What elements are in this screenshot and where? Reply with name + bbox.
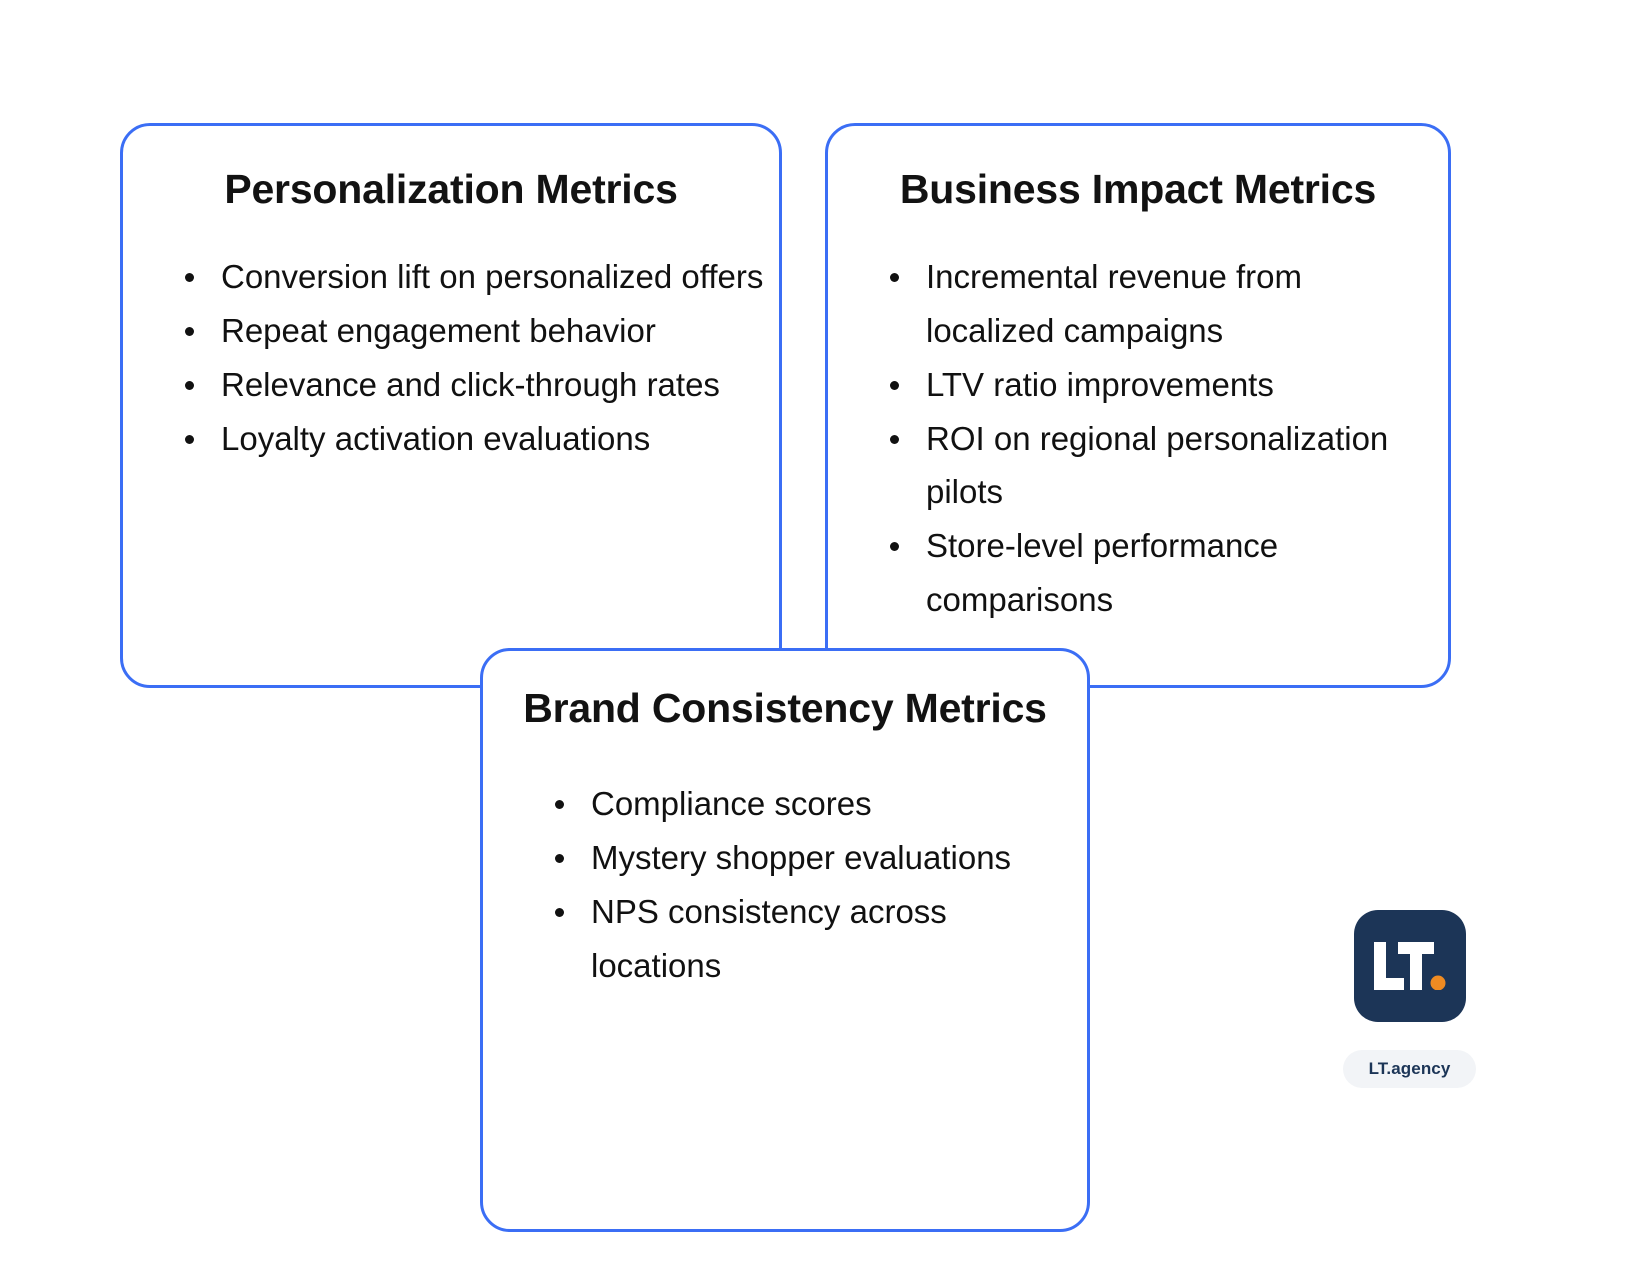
list-item: Store-level performance comparisons <box>888 519 1418 627</box>
card-title: Business Impact Metrics <box>899 166 1377 212</box>
list-item: Incremental revenue from localized campa… <box>888 250 1418 358</box>
bullet-list: Incremental revenue from localized campa… <box>828 220 1448 626</box>
list-item: NPS consistency across locations <box>553 885 1047 993</box>
list-item: Mystery shopper evaluations <box>553 831 1047 885</box>
card-brand-consistency-metrics: Brand Consistency Metrics Compliance sco… <box>480 648 1090 1232</box>
card-title: Brand Consistency Metrics <box>523 685 1047 731</box>
bullet-list: Compliance scores Mystery shopper evalua… <box>483 739 1087 992</box>
brand-logo: LT.agency <box>1322 910 1497 1088</box>
list-item: LTV ratio improvements <box>888 358 1418 412</box>
card-title: Personalization Metrics <box>224 166 678 212</box>
list-item: ROI on regional personalization pilots <box>888 412 1418 520</box>
list-item: Compliance scores <box>553 777 1047 831</box>
brand-caption: LT.agency <box>1342 1050 1477 1088</box>
card-business-impact-metrics: Business Impact Metrics Incremental reve… <box>825 123 1451 688</box>
list-item: Loyalty activation evaluations <box>183 412 831 466</box>
list-item: Relevance and click-through rates <box>183 358 831 412</box>
lt-logo-icon <box>1353 910 1466 1022</box>
list-item: Repeat engagement behavior <box>183 304 831 358</box>
list-item: Conversion lift on personalized offers <box>183 250 831 304</box>
lt-monogram-icon <box>1373 942 1445 990</box>
bullet-list: Conversion lift on personalized offers R… <box>123 220 779 465</box>
card-personalization-metrics: Personalization Metrics Conversion lift … <box>120 123 782 688</box>
